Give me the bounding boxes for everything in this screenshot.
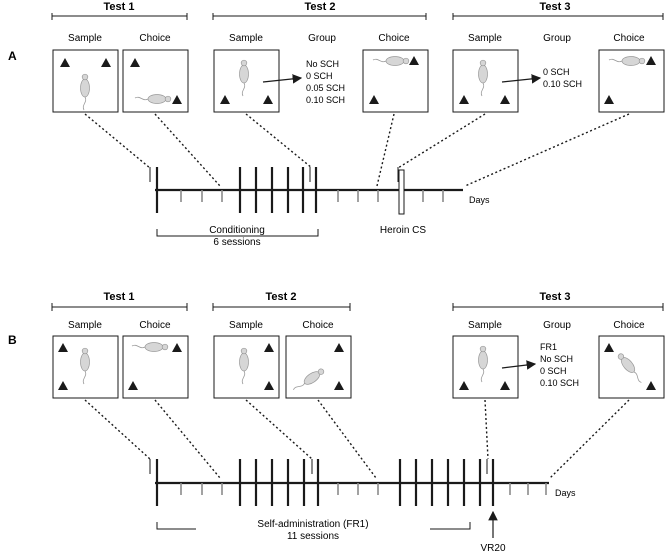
arena-a1-sample — [52, 49, 119, 113]
group-b3-item-1: No SCH — [540, 354, 573, 364]
days-label-a: Days — [469, 195, 490, 205]
arena-b3-choice — [598, 335, 665, 399]
dotted-connectors-b — [84, 399, 630, 479]
test1-bracket-a — [51, 13, 188, 20]
test3-bracket-a — [452, 13, 664, 20]
conditioning-label-line2: 6 sessions — [213, 237, 260, 248]
arena-b2-sample — [213, 335, 280, 399]
group-a2-item-3: 0.10 SCH — [306, 95, 345, 105]
group-label-a2: Group — [308, 33, 336, 44]
sample-label-b2: Sample — [229, 320, 263, 331]
group-label-a3: Group — [543, 33, 571, 44]
test3-title-a: Test 3 — [540, 1, 571, 13]
sample-label-b1: Sample — [68, 320, 102, 331]
group-list-b3: FR1 No SCH 0 SCH 0.10 SCH — [540, 342, 579, 388]
arena-a3-choice — [598, 49, 665, 113]
conditioning-bracket — [156, 229, 319, 237]
test1-bracket-b — [51, 303, 188, 311]
sample-label-a3: Sample — [468, 33, 502, 44]
selfadmin-bracket-right — [430, 522, 471, 530]
group-a2-item-2: 0.05 SCH — [306, 83, 345, 93]
group-b3-item-0: FR1 — [540, 342, 557, 352]
arena-a2-choice — [362, 49, 429, 113]
sample-label-a1: Sample — [68, 33, 102, 44]
sample-label-b3: Sample — [468, 320, 502, 331]
group-list-a3: 0 SCH 0.10 SCH — [543, 67, 582, 89]
group-label-b3: Group — [543, 320, 571, 331]
test3-title-b: Test 3 — [540, 291, 571, 303]
test2-bracket-a — [212, 13, 427, 20]
choice-label-a2: Choice — [378, 33, 410, 44]
group-a2-item-1: 0 SCH — [306, 71, 333, 81]
group-b3-item-3: 0.10 SCH — [540, 378, 579, 388]
selfadmin-label-line2: 11 sessions — [287, 531, 339, 542]
test2-bracket-b — [212, 303, 351, 311]
arena-b2-choice — [285, 335, 352, 399]
sample-label-a2: Sample — [229, 33, 263, 44]
panel-a-label: A — [8, 49, 17, 63]
conditioning-label-line1: Conditioning — [209, 225, 265, 236]
group-a3-item-1: 0.10 SCH — [543, 79, 582, 89]
vr20-label: VR20 — [480, 543, 505, 553]
test2-title-b: Test 2 — [266, 291, 297, 303]
choice-label-a3: Choice — [613, 33, 645, 44]
arena-b1-choice — [122, 335, 189, 399]
heroin-cs-marker — [398, 169, 405, 215]
group-a3-item-0: 0 SCH — [543, 67, 570, 77]
days-label-b: Days — [555, 488, 576, 498]
choice-label-b2: Choice — [302, 320, 334, 331]
group-arrow-a3 — [501, 74, 542, 84]
test1-title-a: Test 1 — [104, 1, 135, 13]
choice-label-a1: Choice — [139, 33, 171, 44]
arena-a1-choice — [122, 49, 189, 113]
test2-title-a: Test 2 — [305, 1, 336, 13]
heroin-cs-label: Heroin CS — [380, 225, 426, 236]
dotted-connectors-a — [84, 113, 630, 187]
test3-bracket-b — [452, 303, 664, 311]
choice-label-b1: Choice — [139, 320, 171, 331]
group-list-a2: No SCH 0 SCH 0.05 SCH 0.10 SCH — [306, 59, 345, 105]
group-arrow-b3 — [501, 360, 537, 370]
timeline-b — [149, 459, 549, 506]
timeline-a — [149, 167, 463, 215]
selfadmin-label-line1: Self-administration (FR1) — [257, 519, 368, 530]
selfadmin-bracket-left — [156, 522, 196, 530]
test1-title-b: Test 1 — [104, 291, 135, 303]
group-arrow-a2 — [262, 74, 303, 84]
arena-b1-sample — [52, 335, 119, 399]
choice-label-b3: Choice — [613, 320, 645, 331]
group-b3-item-2: 0 SCH — [540, 366, 567, 376]
group-a2-item-0: No SCH — [306, 59, 339, 69]
panel-b-label: B — [8, 333, 17, 347]
